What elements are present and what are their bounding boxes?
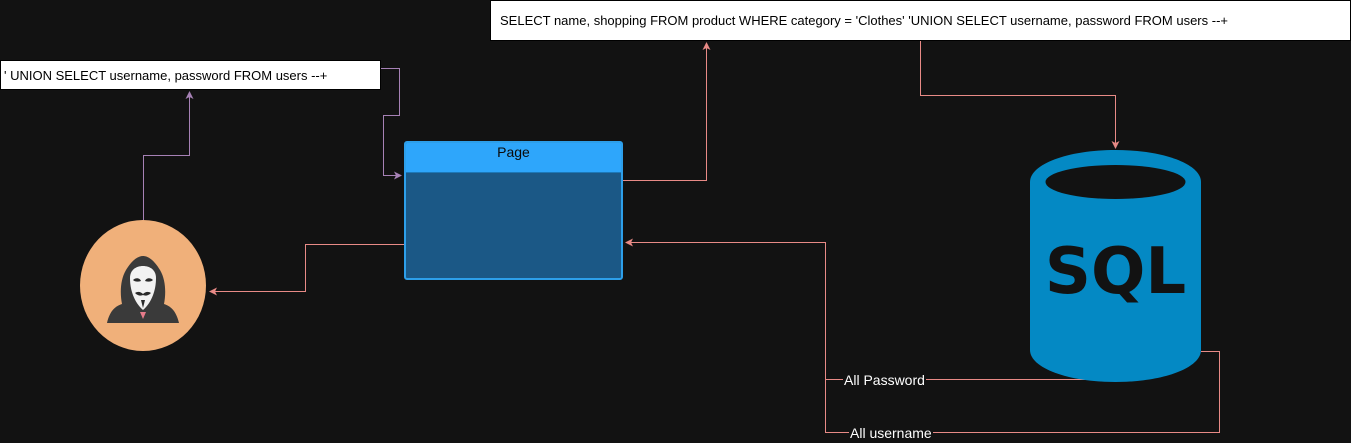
sql-query-text: SELECT name, shopping FROM product WHERE… — [500, 13, 1228, 28]
edge-label-all-username: All username — [849, 425, 933, 441]
edge-page-to-query — [623, 42, 711, 181]
edge-label-all-password: All Password — [843, 372, 926, 388]
edge-page-to-attacker — [209, 244, 404, 296]
page-node-header: Page — [406, 143, 621, 173]
edge-password-to-page — [625, 238, 1115, 380]
page-node: Page — [404, 141, 623, 280]
injection-payload-text: ' UNION SELECT username, password FROM u… — [4, 67, 328, 83]
page-node-title: Page — [497, 144, 530, 160]
edge-query-to-database — [920, 41, 1120, 149]
edge-payload-to-page — [381, 68, 402, 180]
injection-payload-box: ' UNION SELECT username, password FROM u… — [0, 60, 381, 90]
edge-username-to-page — [825, 351, 1220, 433]
sql-database-icon: SQL — [1030, 150, 1201, 382]
sql-query-box: SELECT name, shopping FROM product WHERE… — [490, 0, 1351, 41]
edge-attacker-to-payload — [143, 91, 194, 220]
hacker-anonymous-mask-icon — [80, 220, 206, 351]
sql-database-label: SQL — [1045, 235, 1186, 309]
